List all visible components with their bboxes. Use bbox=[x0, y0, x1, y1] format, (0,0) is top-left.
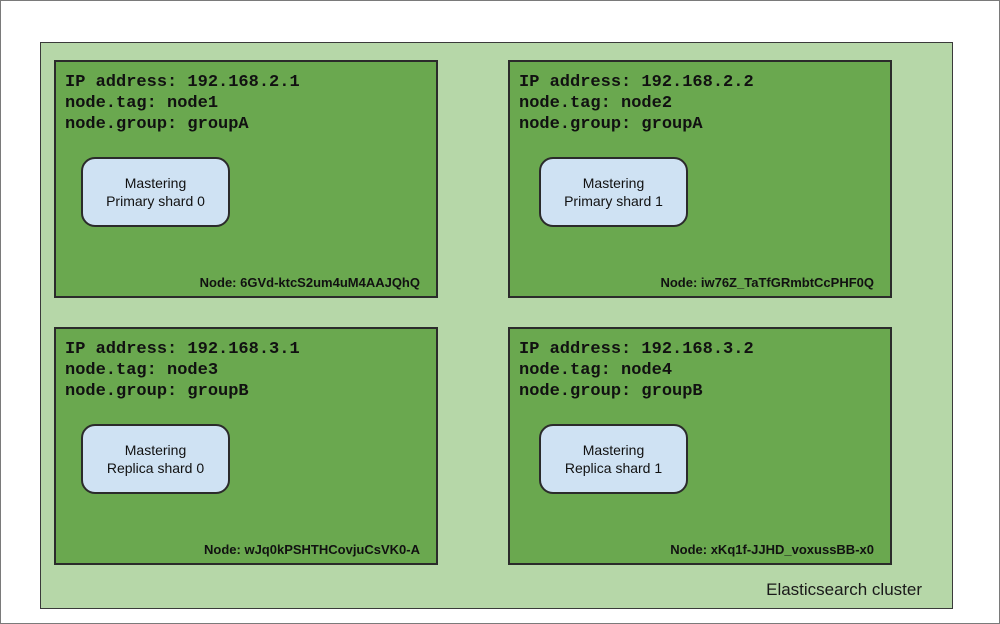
ip-address-label: IP address: bbox=[519, 340, 632, 359]
cluster-label: Elasticsearch cluster bbox=[766, 580, 922, 599]
node-group-line: node.group: groupB bbox=[519, 381, 754, 402]
node-id: Node: wJq0kPSHTHCovjuCsVK0-A bbox=[204, 542, 420, 557]
node-group-line: node.group: groupA bbox=[519, 114, 754, 135]
node-tag-value: node3 bbox=[167, 361, 219, 380]
node-tag-line: node.tag: node3 bbox=[65, 360, 300, 381]
node-tag-value: node4 bbox=[621, 361, 673, 380]
node-group-value: groupA bbox=[187, 115, 249, 134]
shard-index-name: Mastering bbox=[582, 175, 645, 191]
ip-address-label: IP address: bbox=[65, 340, 178, 359]
node-group-line: node.group: groupA bbox=[65, 114, 300, 135]
node-group-value: groupB bbox=[187, 382, 249, 401]
node-tag-line: node.tag: node4 bbox=[519, 360, 754, 381]
node-box-1: IP address: 192.168.2.1 node.tag: node1 … bbox=[54, 60, 438, 298]
shard-index-name: Mastering bbox=[582, 442, 645, 458]
node-group-value: groupB bbox=[641, 382, 703, 401]
node-properties: IP address: 192.168.3.2 node.tag: node4 … bbox=[519, 339, 754, 402]
shard-type: Replica shard 0 bbox=[106, 460, 205, 476]
ip-address-label: IP address: bbox=[519, 73, 632, 92]
node-group-label: node.group: bbox=[519, 115, 632, 134]
ip-address-line: IP address: 192.168.2.1 bbox=[65, 72, 300, 93]
node-group-line: node.group: groupB bbox=[65, 381, 300, 402]
node-group-value: groupA bbox=[641, 115, 703, 134]
shard-index-name: Mastering bbox=[124, 175, 187, 191]
shard-type: Primary shard 1 bbox=[564, 193, 663, 209]
ip-address-label: IP address: bbox=[65, 73, 178, 92]
node-tag-line: node.tag: node1 bbox=[65, 93, 300, 114]
node-properties: IP address: 192.168.2.1 node.tag: node1 … bbox=[65, 72, 300, 135]
node-tag-label: node.tag: bbox=[65, 94, 157, 113]
ip-address-line: IP address: 192.168.2.2 bbox=[519, 72, 754, 93]
node-group-label: node.group: bbox=[65, 382, 178, 401]
node-box-3: IP address: 192.168.3.1 node.tag: node3 … bbox=[54, 327, 438, 565]
node-properties: IP address: 192.168.3.1 node.tag: node3 … bbox=[65, 339, 300, 402]
shard-box: Mastering Replica shard 1 bbox=[539, 424, 688, 494]
node-tag-label: node.tag: bbox=[519, 94, 611, 113]
ip-address-value: 192.168.2.2 bbox=[641, 73, 754, 92]
node-group-label: node.group: bbox=[65, 115, 178, 134]
node-group-label: node.group: bbox=[519, 382, 632, 401]
ip-address-value: 192.168.3.1 bbox=[187, 340, 300, 359]
shard-type: Replica shard 1 bbox=[564, 460, 663, 476]
node-tag-label: node.tag: bbox=[65, 361, 157, 380]
shard-index-name: Mastering bbox=[124, 442, 187, 458]
node-tag-value: node2 bbox=[621, 94, 673, 113]
node-tag-line: node.tag: node2 bbox=[519, 93, 754, 114]
node-box-4: IP address: 192.168.3.2 node.tag: node4 … bbox=[508, 327, 892, 565]
node-id: Node: 6GVd-ktcS2um4uM4AAJQhQ bbox=[199, 275, 420, 290]
ip-address-value: 192.168.3.2 bbox=[641, 340, 754, 359]
shard-box: Mastering Primary shard 1 bbox=[539, 157, 688, 227]
ip-address-line: IP address: 192.168.3.1 bbox=[65, 339, 300, 360]
ip-address-value: 192.168.2.1 bbox=[187, 73, 300, 92]
shard-box: Mastering Primary shard 0 bbox=[81, 157, 230, 227]
node-id: Node: iw76Z_TaTfGRmbtCcPHF0Q bbox=[660, 275, 874, 290]
shard-box: Mastering Replica shard 0 bbox=[81, 424, 230, 494]
ip-address-line: IP address: 192.168.3.2 bbox=[519, 339, 754, 360]
node-id: Node: xKq1f-JJHD_voxussBB-x0 bbox=[670, 542, 874, 557]
shard-type: Primary shard 0 bbox=[106, 193, 205, 209]
node-tag-value: node1 bbox=[167, 94, 219, 113]
node-tag-label: node.tag: bbox=[519, 361, 611, 380]
node-box-2: IP address: 192.168.2.2 node.tag: node2 … bbox=[508, 60, 892, 298]
node-properties: IP address: 192.168.2.2 node.tag: node2 … bbox=[519, 72, 754, 135]
